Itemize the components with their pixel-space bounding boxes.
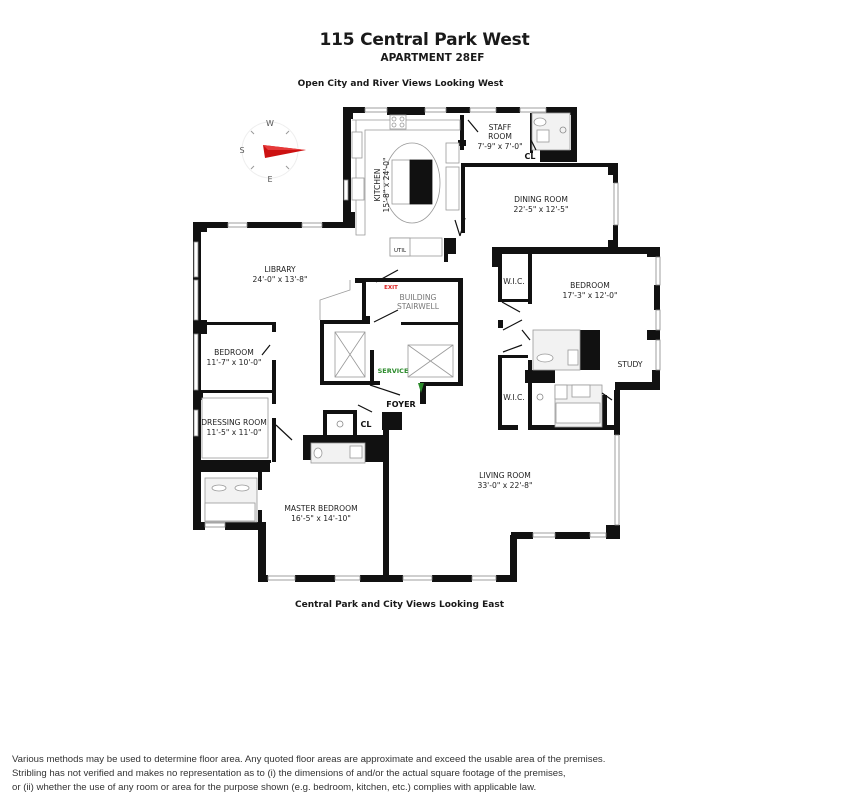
dressing-room-dims: 11'-5" x 11'-0"	[207, 428, 262, 437]
room-labels: KITCHEN 15'-8" x 24'-0" STAFF ROOM 7'-9"…	[201, 123, 643, 523]
compass-icon: W S E	[239, 119, 306, 184]
master-bedroom-label: MASTER BEDROOM	[284, 504, 357, 513]
living-room-label: LIVING ROOM	[479, 471, 531, 480]
building-title: 115 Central Park West	[319, 30, 530, 50]
staff-room-label-1: STAFF	[489, 123, 512, 132]
wic-upper-label: W.I.C.	[503, 277, 524, 286]
service-label: SERVICE	[378, 367, 409, 375]
kitchen-label: KITCHEN	[373, 169, 382, 202]
study-label: STUDY	[617, 360, 642, 369]
disclaimer-line-3: or (ii) whether the use of any room or a…	[12, 782, 537, 793]
library-dims: 24'-0" x 13'-8"	[253, 275, 308, 284]
light-fixture-icon	[336, 126, 567, 428]
apartment-number: APARTMENT 28EF	[380, 52, 485, 64]
compass-w: W	[266, 119, 274, 128]
view-label-east: Central Park and City Views Looking East	[294, 600, 505, 610]
compass-e: E	[267, 175, 272, 184]
dressing-room-label: DRESSING ROOM	[201, 418, 267, 427]
disclaimer-line-1: Various methods may be used to determine…	[12, 754, 606, 765]
master-closet-label: CL	[361, 420, 372, 429]
fixtures	[201, 112, 603, 523]
interior-walls	[201, 113, 618, 580]
doors	[261, 119, 613, 441]
dining-room-dims: 22'-5" x 12'-5"	[514, 205, 569, 214]
wic-lower-label: W.I.C.	[503, 393, 524, 402]
util-label: UTIL	[394, 248, 407, 254]
view-label-west: Open City and River Views Looking West	[297, 79, 504, 89]
staff-room-dims: 7'-9" x 7'-0"	[477, 142, 522, 151]
bedroom-west-dims: 11'-7" x 10'-0"	[207, 358, 262, 367]
service-arrow-icon	[418, 383, 424, 393]
bedroom-east-dims: 17'-3" x 12'-0"	[563, 291, 618, 300]
bedroom-east-label: BEDROOM	[570, 281, 610, 290]
stairwell-label-2: STAIRWELL	[397, 302, 440, 311]
compass-s: S	[239, 146, 244, 155]
foyer-label: FOYER	[386, 400, 415, 409]
bedroom-west-label: BEDROOM	[214, 348, 254, 357]
staff-room-label-2: ROOM	[488, 132, 512, 141]
staff-closet-label: CL	[525, 152, 536, 161]
windows	[193, 107, 661, 581]
disclaimer-line-2: Stribling has not verified and makes no …	[12, 768, 566, 779]
living-room-dims: 33'-0" x 22'-8"	[478, 481, 533, 490]
stairwell-label-1: BUILDING	[400, 293, 437, 302]
dining-room-label: DINING ROOM	[514, 195, 568, 204]
library-label: LIBRARY	[264, 265, 296, 274]
kitchen-dims: 15'-8" x 24'-0"	[382, 158, 391, 213]
disclaimer: Various methods may be used to determine…	[12, 753, 605, 795]
master-bedroom-dims: 16'-5" x 14'-10"	[291, 514, 351, 523]
exit-label: EXIT	[384, 285, 398, 291]
